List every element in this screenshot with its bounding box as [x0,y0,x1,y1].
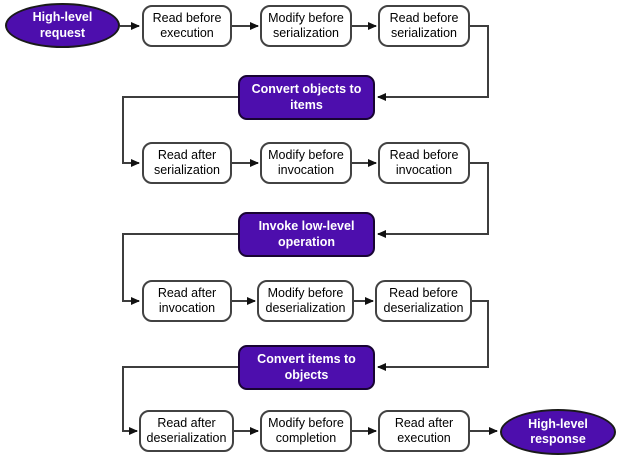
node-high-level-response: High-level response [500,409,616,455]
edge-invoke-low-level-operation-to-read-after-invocation [122,233,238,305]
edge-convert-objects-to-items-to-read-after-serialization [122,96,238,167]
node-read-before-invocation: Read before invocation [378,142,470,184]
node-read-after-execution: Read after execution [378,410,470,452]
node-convert-objects-to-items: Convert objects to items [238,75,375,120]
node-label: Modify before invocation [268,147,344,177]
node-high-level-request: High-level request [5,3,120,48]
node-modify-before-invocation: Modify before invocation [260,142,352,184]
node-label: Modify before deserialization [265,285,346,315]
node-label: Read after deserialization [146,415,227,445]
node-label: Modify before completion [268,415,344,445]
node-modify-before-completion: Modify before completion [260,410,352,452]
node-label: High-level response [528,416,588,446]
node-label: Read before invocation [389,147,459,177]
node-label: High-level request [32,10,93,40]
node-modify-before-serialization: Modify before serialization [260,5,352,47]
edge-convert-items-to-objects-to-read-after-deserialization [122,366,238,435]
node-modify-before-deserialization: Modify before deserialization [257,280,354,322]
node-label: Read before execution [152,10,222,40]
edge-read-before-invocation-to-invoke-low-level-operation [377,162,489,238]
node-invoke-low-level-operation: Invoke low-level operation [238,212,375,257]
node-label: Read after invocation [157,285,217,315]
node-label: Read before deserialization [383,285,464,315]
node-label: Read after serialization [153,147,220,177]
node-convert-items-to-objects: Convert items to objects [238,345,375,390]
node-read-after-deserialization: Read after deserialization [139,410,234,452]
node-label: Invoke low-level operation [258,219,355,249]
edge-read-before-deserialization-to-convert-items-to-objects [377,300,489,371]
node-label: Convert items to objects [257,352,356,382]
node-read-before-deserialization: Read before deserialization [375,280,472,322]
node-read-before-serialization: Read before serialization [378,5,470,47]
edge-read-before-serialization-to-convert-objects-to-items [377,25,489,101]
node-read-before-execution: Read before execution [142,5,232,47]
node-label: Convert objects to items [251,82,362,112]
node-label: Read after execution [394,415,454,445]
node-label: Modify before serialization [268,10,344,40]
node-label: Read before serialization [389,10,459,40]
node-read-after-invocation: Read after invocation [142,280,232,322]
node-read-after-serialization: Read after serialization [142,142,232,184]
